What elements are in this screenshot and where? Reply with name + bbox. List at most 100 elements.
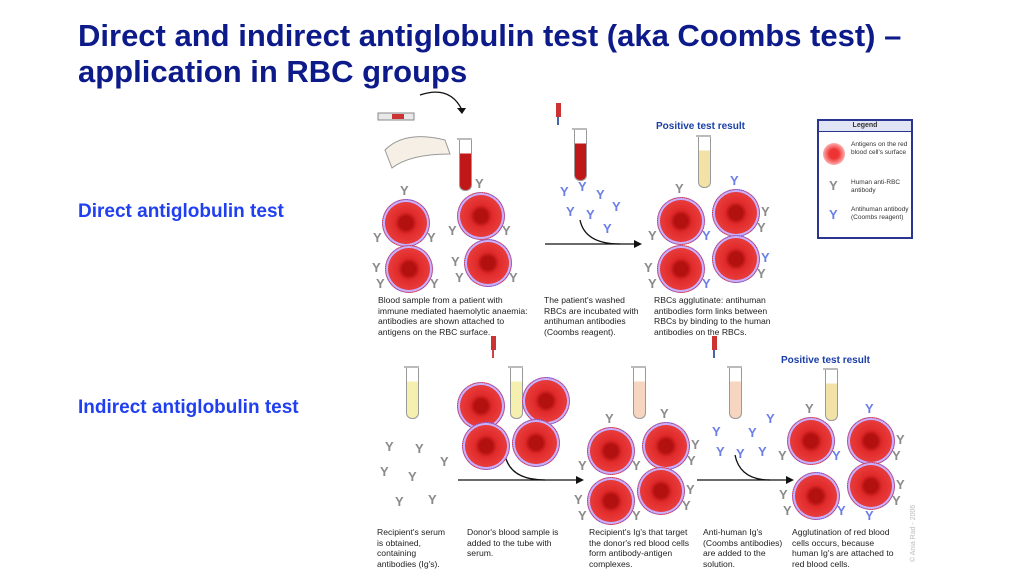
test-tube bbox=[727, 366, 742, 419]
antibody-icon: Y bbox=[748, 425, 757, 440]
red-blood-cell bbox=[712, 189, 760, 237]
antibody-icon: Y bbox=[440, 454, 449, 469]
antibody-icon: Y bbox=[574, 492, 583, 507]
antibody-icon: Y bbox=[837, 503, 846, 518]
positive-test-tube bbox=[823, 368, 838, 421]
antibody-icon: Y bbox=[430, 276, 439, 291]
antibody-icon: Y bbox=[415, 441, 424, 456]
antibody-icon: Y bbox=[892, 448, 901, 463]
antibody-icon: Y bbox=[578, 458, 587, 473]
antibody-icon: Y bbox=[427, 230, 436, 245]
red-blood-cell bbox=[657, 197, 705, 245]
antibody-icon: Y bbox=[691, 437, 700, 452]
red-blood-cell bbox=[657, 245, 705, 293]
antibody-icon: Y bbox=[757, 266, 766, 281]
antibody-icon: Y bbox=[596, 187, 605, 202]
antibody-icon: Y bbox=[428, 492, 437, 507]
red-blood-cell bbox=[642, 422, 690, 470]
antibody-icon: Y bbox=[632, 458, 641, 473]
antibody-icon: Y bbox=[632, 508, 641, 523]
antibody-icon: Y bbox=[560, 184, 569, 199]
antihuman-antibody-icon: Y bbox=[829, 207, 838, 222]
copyright: © Ania Rad - 2006 bbox=[910, 504, 917, 562]
antibody-icon: Y bbox=[730, 173, 739, 188]
antibody-icon: Y bbox=[448, 223, 457, 238]
antibody-icon: Y bbox=[832, 448, 841, 463]
antibody-icon: Y bbox=[779, 487, 788, 502]
caption: Recipient's Ig's that target the donor's… bbox=[589, 527, 690, 569]
antibody-icon: Y bbox=[376, 276, 385, 291]
antibody-icon: Y bbox=[385, 439, 394, 454]
test-tube bbox=[631, 366, 646, 419]
red-blood-cell bbox=[512, 419, 560, 467]
direct-test-label: Direct antiglobulin test bbox=[78, 201, 284, 222]
arrow bbox=[419, 91, 463, 111]
antibody-icon: Y bbox=[892, 493, 901, 508]
dropper-icon bbox=[556, 103, 561, 125]
antibody-icon: Y bbox=[783, 503, 792, 518]
red-blood-cell bbox=[847, 417, 895, 465]
antibody-icon: Y bbox=[509, 270, 518, 285]
antibody-icon: Y bbox=[896, 432, 905, 447]
antibody-icon: Y bbox=[603, 221, 612, 236]
antibody-icon: Y bbox=[761, 250, 770, 265]
antibody-icon: Y bbox=[502, 223, 511, 238]
human-antibody-icon: Y bbox=[829, 178, 838, 193]
antibody-icon: Y bbox=[475, 176, 484, 191]
red-blood-cell bbox=[712, 235, 760, 283]
antibody-icon: Y bbox=[451, 254, 460, 269]
caption: The patient's washed RBCs are incubated … bbox=[544, 295, 639, 337]
test-tube bbox=[404, 366, 419, 419]
antibody-icon: Y bbox=[865, 508, 874, 523]
legend-item: Human anti-RBC antibody bbox=[851, 179, 901, 194]
antibody-icon: Y bbox=[380, 464, 389, 479]
red-blood-cell bbox=[787, 417, 835, 465]
dropper-icon bbox=[712, 336, 717, 358]
test-tube bbox=[508, 366, 523, 419]
antibody-icon: Y bbox=[687, 453, 696, 468]
antibody-icon: Y bbox=[644, 260, 653, 275]
antibody-icon: Y bbox=[408, 469, 417, 484]
test-tube bbox=[457, 138, 472, 191]
test-tube bbox=[572, 128, 587, 181]
red-blood-cell bbox=[385, 245, 433, 293]
red-blood-cell bbox=[637, 467, 685, 515]
antibody-icon: Y bbox=[686, 482, 695, 497]
antibody-icon: Y bbox=[682, 498, 691, 513]
caption: Donor's blood sample is added to the tub… bbox=[467, 527, 559, 558]
antibody-icon: Y bbox=[702, 228, 711, 243]
legend-title: Legend bbox=[819, 121, 911, 132]
antibody-icon: Y bbox=[373, 230, 382, 245]
antibody-icon: Y bbox=[648, 228, 657, 243]
antibody-icon: Y bbox=[778, 448, 787, 463]
antibody-icon: Y bbox=[566, 204, 575, 219]
antibody-icon: Y bbox=[455, 270, 464, 285]
red-blood-cell bbox=[522, 377, 570, 425]
syringe-arm-icon bbox=[377, 112, 451, 169]
antibody-icon: Y bbox=[372, 260, 381, 275]
antibody-icon: Y bbox=[766, 411, 775, 426]
red-blood-cell bbox=[847, 462, 895, 510]
antibody-icon: Y bbox=[736, 446, 745, 461]
antibody-icon: Y bbox=[702, 276, 711, 291]
antibody-icon: Y bbox=[896, 477, 905, 492]
dropper-icon bbox=[491, 336, 496, 358]
antibody-icon: Y bbox=[605, 411, 614, 426]
red-blood-cell bbox=[792, 472, 840, 520]
antibody-icon: Y bbox=[578, 508, 587, 523]
antibody-icon: Y bbox=[757, 220, 766, 235]
antibody-icon: Y bbox=[758, 444, 767, 459]
indirect-test-label: Indirect antiglobulin test bbox=[78, 397, 299, 418]
antibody-icon: Y bbox=[761, 204, 770, 219]
antibody-icon: Y bbox=[865, 401, 874, 416]
red-blood-cell bbox=[587, 427, 635, 475]
positive-test-tube bbox=[696, 135, 711, 188]
antibody-icon: Y bbox=[648, 276, 657, 291]
positive-result-label: Positive test result bbox=[656, 121, 745, 132]
antibody-icon: Y bbox=[400, 183, 409, 198]
caption: Blood sample from a patient with immune … bbox=[378, 295, 528, 337]
red-blood-cell bbox=[462, 422, 510, 470]
legend-item: Antigens on the red blood cell's surface bbox=[851, 141, 908, 156]
legend: Legend Antigens on the red blood cell's … bbox=[817, 119, 913, 239]
antibody-icon: Y bbox=[675, 181, 684, 196]
